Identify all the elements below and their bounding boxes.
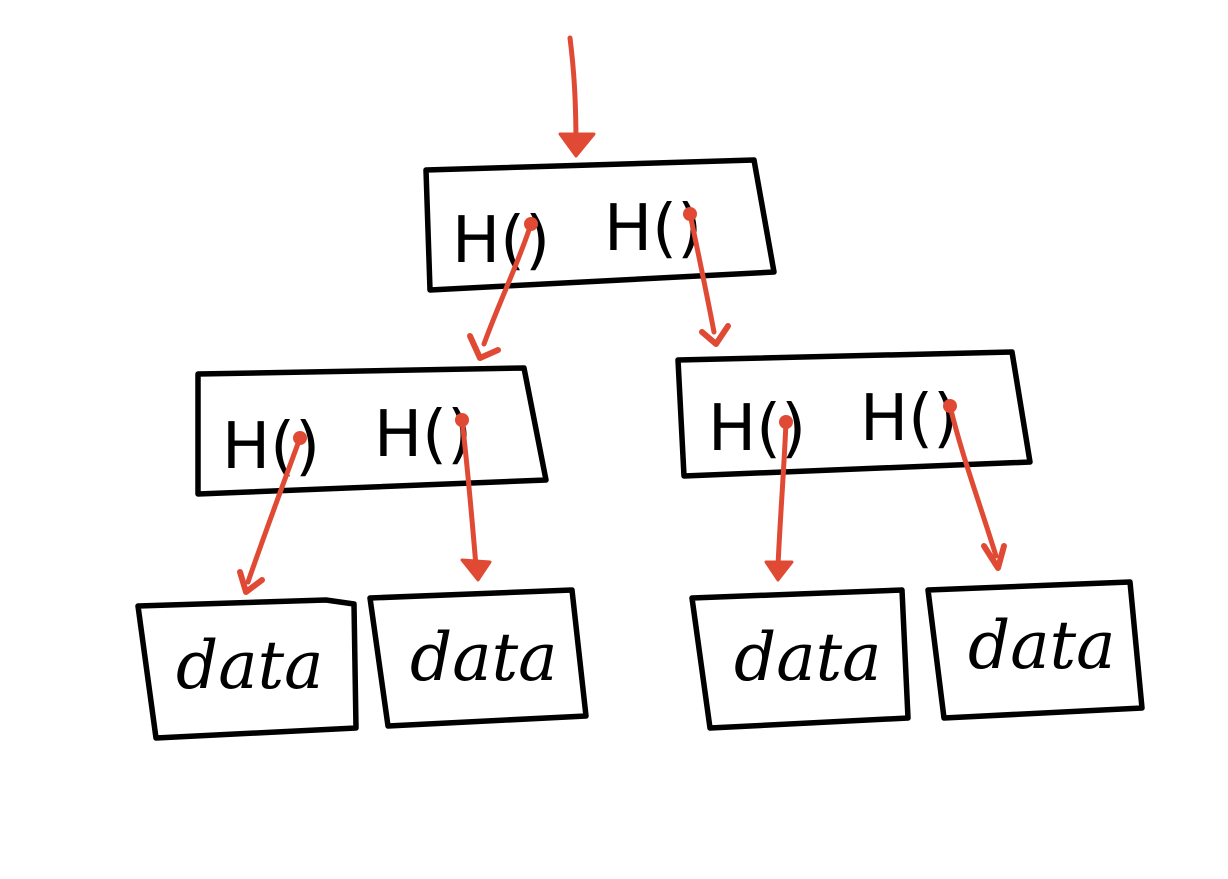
root-entry-arrow [558,35,596,158]
leaf-data-3-label: data [734,619,881,696]
pointer-right-internal-right-head [981,543,1007,571]
hash-node-left-internal-left-slot: H() [222,410,320,484]
pointer-right-internal-left-head [764,560,794,582]
pointer-root-left-head [467,333,501,361]
pointer-left-internal-left [237,431,307,595]
pointer-root-left-line [481,221,534,347]
leaf-data-4: data [925,579,1145,721]
hash-node-right-internal: H() H() [675,349,1033,479]
leaf-data-3-box [689,587,911,731]
hash-node-root-box [423,157,777,293]
pointer-right-internal-left-line [775,419,789,569]
leaf-data-2-label: data [410,619,557,696]
pointer-left-internal-left-line [245,435,303,585]
pointer-root-left [467,217,538,361]
pointer-right-internal-right-line [947,403,999,559]
pointer-root-right [683,207,731,347]
hash-node-root: H() H() [423,157,777,293]
leaf-data-2: data [367,587,589,729]
hash-node-right-internal-right-slot: H() [860,382,958,456]
pointer-right-internal-left [764,415,794,582]
leaf-data-1-box [135,597,359,741]
pointer-left-internal-right-line [459,417,479,569]
pointer-right-internal-right [943,399,1007,571]
pointer-root-right-line [687,211,717,335]
hash-node-root-right-slot: H() [604,192,702,266]
hash-node-left-internal: H() H() [195,365,549,497]
pointer-left-internal-right-head [460,558,492,582]
hash-node-root-left-slot: H() [452,204,550,278]
root-entry-arrow-line [567,35,579,151]
leaf-data-1-label: data [176,627,323,704]
pointer-left-internal-right [455,413,492,582]
leaf-data-4-label: data [968,607,1115,684]
hash-node-left-internal-box [195,365,549,497]
hash-node-right-internal-box [675,349,1033,479]
hash-node-right-internal-left-slot: H() [708,392,806,466]
leaf-data-2-box [367,587,589,729]
pointer-root-right-head [699,323,731,347]
pointer-left-internal-left-head [237,569,265,595]
leaf-data-1: data [135,597,359,741]
hash-node-left-internal-right-slot: H() [374,398,472,472]
leaf-data-3: data [689,587,911,731]
leaf-data-4-box [925,579,1145,721]
root-entry-arrow-head [558,132,596,158]
